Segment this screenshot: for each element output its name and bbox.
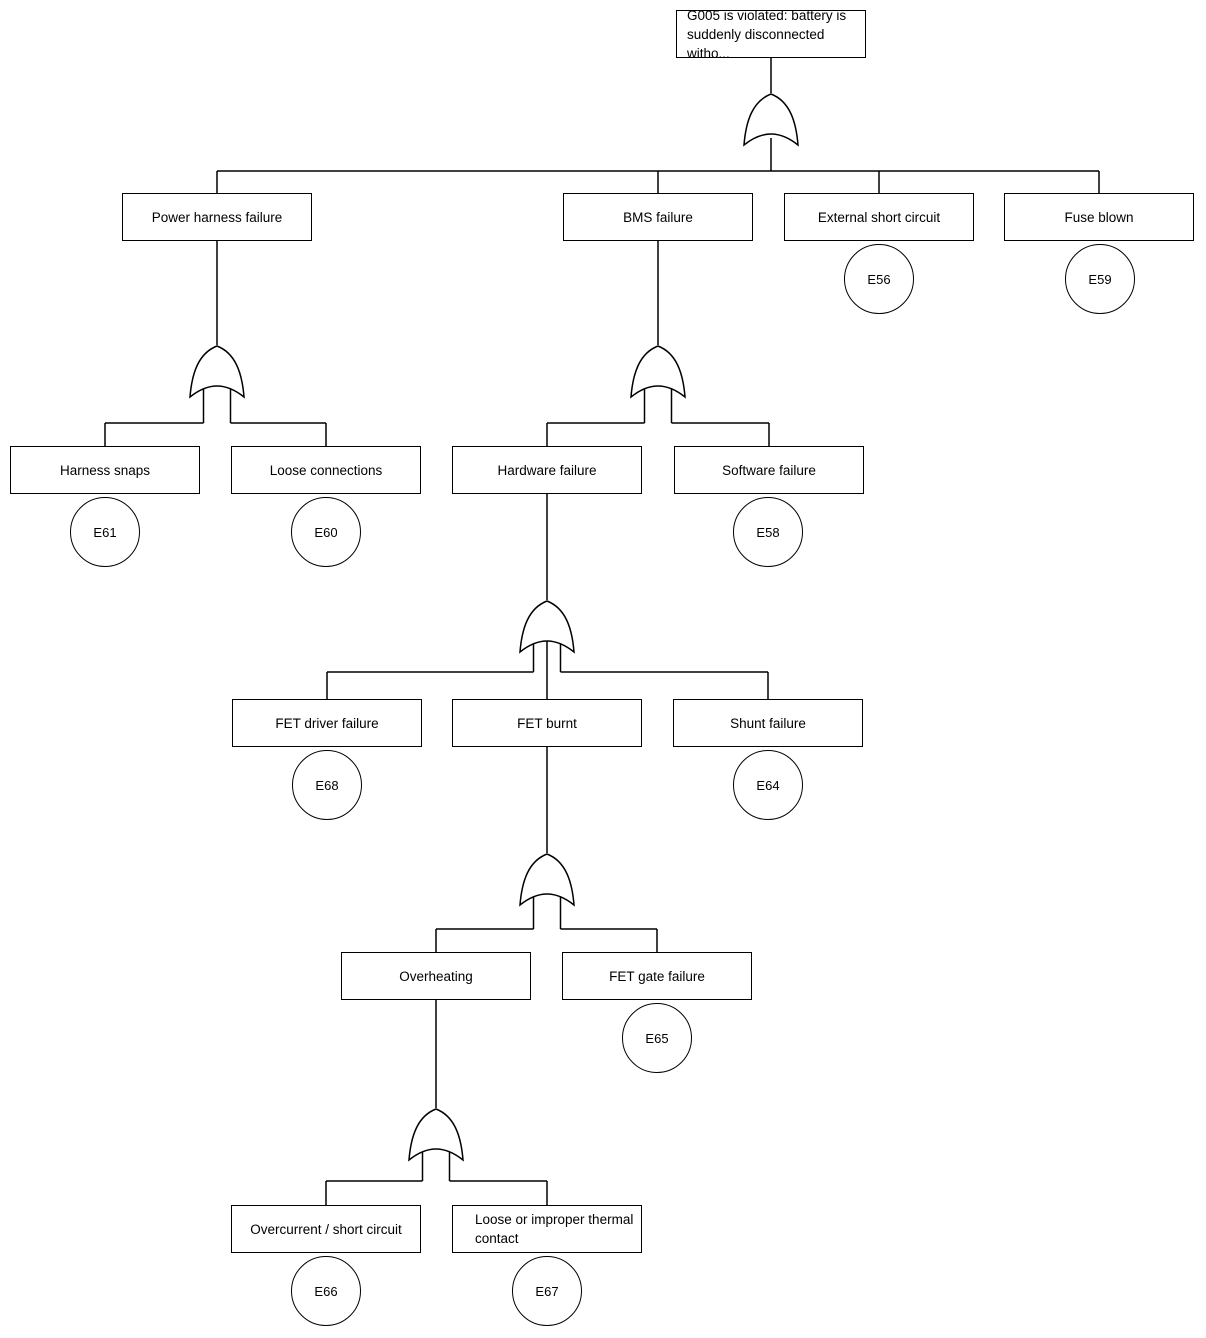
- node-fet-burnt: FET burnt: [452, 699, 642, 747]
- basic-event-e64: E64: [733, 750, 803, 820]
- node-label: Hardware failure: [497, 462, 597, 478]
- or-gate-icon-overheating: [408, 1108, 464, 1161]
- node-loose-improper-thermal-contact: Loose or improper thermal contact: [452, 1205, 642, 1253]
- node-label: Overcurrent / short circuit: [250, 1221, 402, 1237]
- event-label: E68: [315, 777, 339, 793]
- node-external-short-circuit: External short circuit: [784, 193, 974, 241]
- node-fuse-blown: Fuse blown: [1004, 193, 1194, 241]
- node-label: FET burnt: [517, 715, 577, 731]
- basic-event-e68: E68: [292, 750, 362, 820]
- or-gate-icon-bms: [630, 345, 686, 398]
- basic-event-e58: E58: [733, 497, 803, 567]
- node-overcurrent-short-circuit: Overcurrent / short circuit: [231, 1205, 421, 1253]
- node-software-failure: Software failure: [674, 446, 864, 494]
- event-label: E64: [756, 777, 780, 793]
- event-label: E58: [756, 524, 780, 540]
- basic-event-e56: E56: [844, 244, 914, 314]
- node-label: Overheating: [399, 968, 473, 984]
- event-label: E66: [314, 1283, 338, 1299]
- node-label: Software failure: [722, 462, 816, 478]
- node-fet-gate-failure: FET gate failure: [562, 952, 752, 1000]
- node-hardware-failure: Hardware failure: [452, 446, 642, 494]
- basic-event-e66: E66: [291, 1256, 361, 1326]
- basic-event-e67: E67: [512, 1256, 582, 1326]
- node-label: Fuse blown: [1064, 209, 1134, 225]
- node-label: Harness snaps: [59, 462, 151, 478]
- node-power-harness-failure: Power harness failure: [122, 193, 312, 241]
- node-top-event-label: G005 is violated: battery is suddenly di…: [687, 7, 847, 61]
- event-label: E60: [314, 524, 338, 540]
- basic-event-e60: E60: [291, 497, 361, 567]
- node-label: External short circuit: [817, 209, 941, 225]
- event-label: E59: [1088, 271, 1112, 287]
- node-fet-driver-failure: FET driver failure: [232, 699, 422, 747]
- node-label: Shunt failure: [730, 715, 806, 731]
- event-label: E61: [93, 524, 117, 540]
- event-label: E67: [535, 1283, 559, 1299]
- basic-event-e65: E65: [622, 1003, 692, 1073]
- event-label: E65: [645, 1030, 669, 1046]
- basic-event-e59: E59: [1065, 244, 1135, 314]
- node-harness-snaps: Harness snaps: [10, 446, 200, 494]
- node-label: FET gate failure: [609, 968, 705, 984]
- node-label: Loose connections: [269, 462, 383, 478]
- node-top-event: G005 is violated: battery is suddenly di…: [676, 8, 866, 61]
- node-loose-connections: Loose connections: [231, 446, 421, 494]
- or-gate-icon-power-harness: [189, 345, 245, 398]
- node-bms-failure: BMS failure: [563, 193, 753, 241]
- node-shunt-failure: Shunt failure: [673, 699, 863, 747]
- node-label: FET driver failure: [275, 715, 379, 731]
- node-label: Power harness failure: [151, 209, 283, 225]
- node-label: BMS failure: [623, 209, 693, 225]
- basic-event-e61: E61: [70, 497, 140, 567]
- node-label: Loose or improper thermal contact: [475, 1212, 634, 1246]
- or-gate-icon-top: [743, 93, 799, 146]
- node-overheating: Overheating: [341, 952, 531, 1000]
- event-label: E56: [867, 271, 891, 287]
- or-gate-icon-fet-burnt: [519, 853, 575, 906]
